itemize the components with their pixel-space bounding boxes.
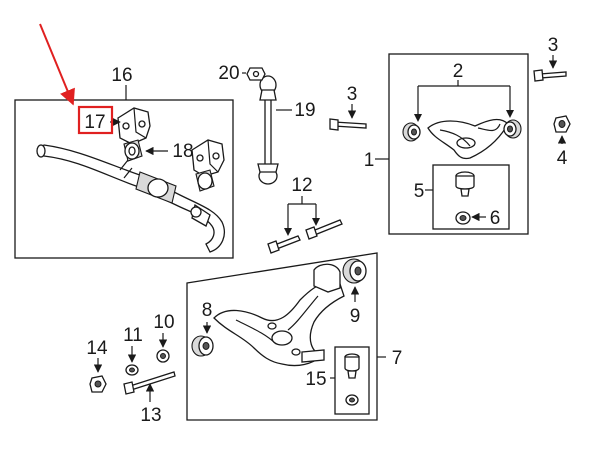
callout-3-center: 3 [347,84,358,105]
nut-4 [553,115,571,144]
callout-4: 4 [557,148,568,169]
callout-11: 11 [123,325,143,346]
callout-16: 16 [111,65,132,86]
callout-19: 19 [294,100,315,121]
upper-arm-frame [388,53,529,235]
bar-bushing [123,139,143,162]
callout-7: 7 [392,348,403,369]
lower-arm-frame [186,252,378,421]
callout-17-red-arrow [39,23,75,106]
callout-2: 2 [453,61,464,82]
upper-ball-joint-frame [432,164,510,230]
callout-14: 14 [86,338,108,359]
stabilizer-bar-group [14,85,234,259]
callout-3-right: 3 [548,35,559,56]
bolts-12 [267,196,343,254]
callout-labels: 1 2 3 3 4 5 6 7 8 9 10 11 12 13 14 15 16… [84,35,567,426]
washer-10 [156,333,170,363]
stabilizer-link [257,75,292,185]
callout-5: 5 [414,181,425,202]
callout-8: 8 [202,300,213,321]
bolt-13 [123,371,176,402]
callout-17-highlight-box [77,105,114,135]
bolt-3-right [533,55,567,82]
callout-12: 12 [291,175,312,196]
callout-1: 1 [364,150,375,171]
link-nut [242,67,266,81]
callout-13: 13 [140,405,161,426]
callout-15: 15 [305,369,326,390]
callout-18: 18 [172,141,193,162]
bar-bracket [117,107,151,145]
washer-11 [125,346,139,376]
upper-arm-group [375,53,529,235]
callout-20: 20 [218,63,239,84]
callout-17: 17 [84,112,105,133]
callout-10: 10 [153,312,174,333]
lower-arm-group [186,252,386,421]
nut-14 [89,358,107,393]
bar-bracket-right [191,139,225,192]
bolt-3-center [329,104,367,131]
stabilizer-bar-frame [14,99,234,259]
callout-6: 6 [490,208,501,229]
lower-ball-joint-frame [334,346,370,415]
stabilizer-bar [36,144,225,253]
callout-9: 9 [350,306,361,327]
